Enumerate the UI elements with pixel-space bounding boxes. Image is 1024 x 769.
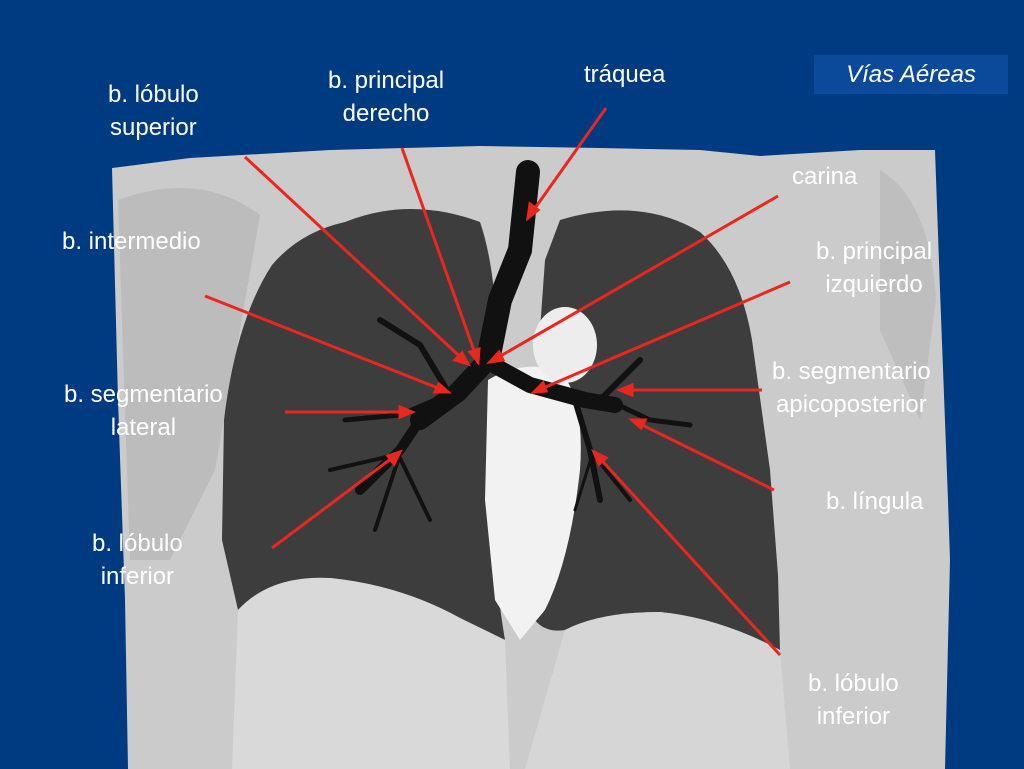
arrow-carina (489, 194, 779, 364)
label-traquea: tráquea (584, 61, 666, 88)
arrow-lobulo-inferior-izquierdo (592, 450, 782, 657)
label-lingula: b. língula (826, 488, 924, 515)
scan-tissue-shading (118, 188, 260, 560)
arrow-lingula (631, 418, 775, 492)
label-intermedio: b. intermedio (62, 228, 201, 255)
arrow-lobulo-inferior-derecho (271, 450, 401, 550)
label-carina: carina (792, 163, 858, 190)
arrow-intermedio (204, 294, 449, 394)
arrow-lobulo-superior (243, 155, 470, 366)
section-badge: Vías Aéreas (814, 55, 1008, 94)
bronchial-tree (328, 160, 693, 532)
arrow-principal-derecho (400, 147, 480, 363)
arrow-traquea (526, 107, 608, 219)
arrow-principal-izquierdo (533, 280, 791, 394)
pointer-arrows (204, 107, 791, 657)
mediastinum (485, 366, 581, 640)
